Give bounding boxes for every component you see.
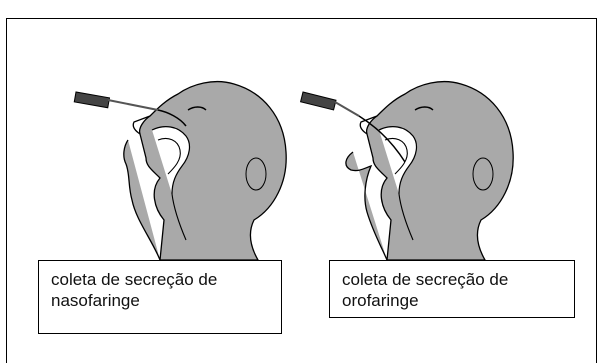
caption-line-2: orofaringe <box>342 291 419 310</box>
document-frame <box>6 18 597 363</box>
nasopharynx-illustration <box>68 70 298 261</box>
swab-handle <box>73 91 111 109</box>
oropharynx-illustration <box>295 70 525 261</box>
head-profile-nasal <box>73 80 287 261</box>
swab-handle <box>299 91 337 111</box>
caption-line-2: nasofaringe <box>51 291 140 310</box>
head-profile-oral <box>299 80 514 261</box>
caption-nasopharynx: coleta de secreção de nasofaringe <box>38 260 282 334</box>
caption-oropharynx: coleta de secreção de orofaringe <box>329 260 575 318</box>
caption-line-1: coleta de secreção de <box>342 270 509 289</box>
caption-line-1: coleta de secreção de <box>51 270 218 289</box>
